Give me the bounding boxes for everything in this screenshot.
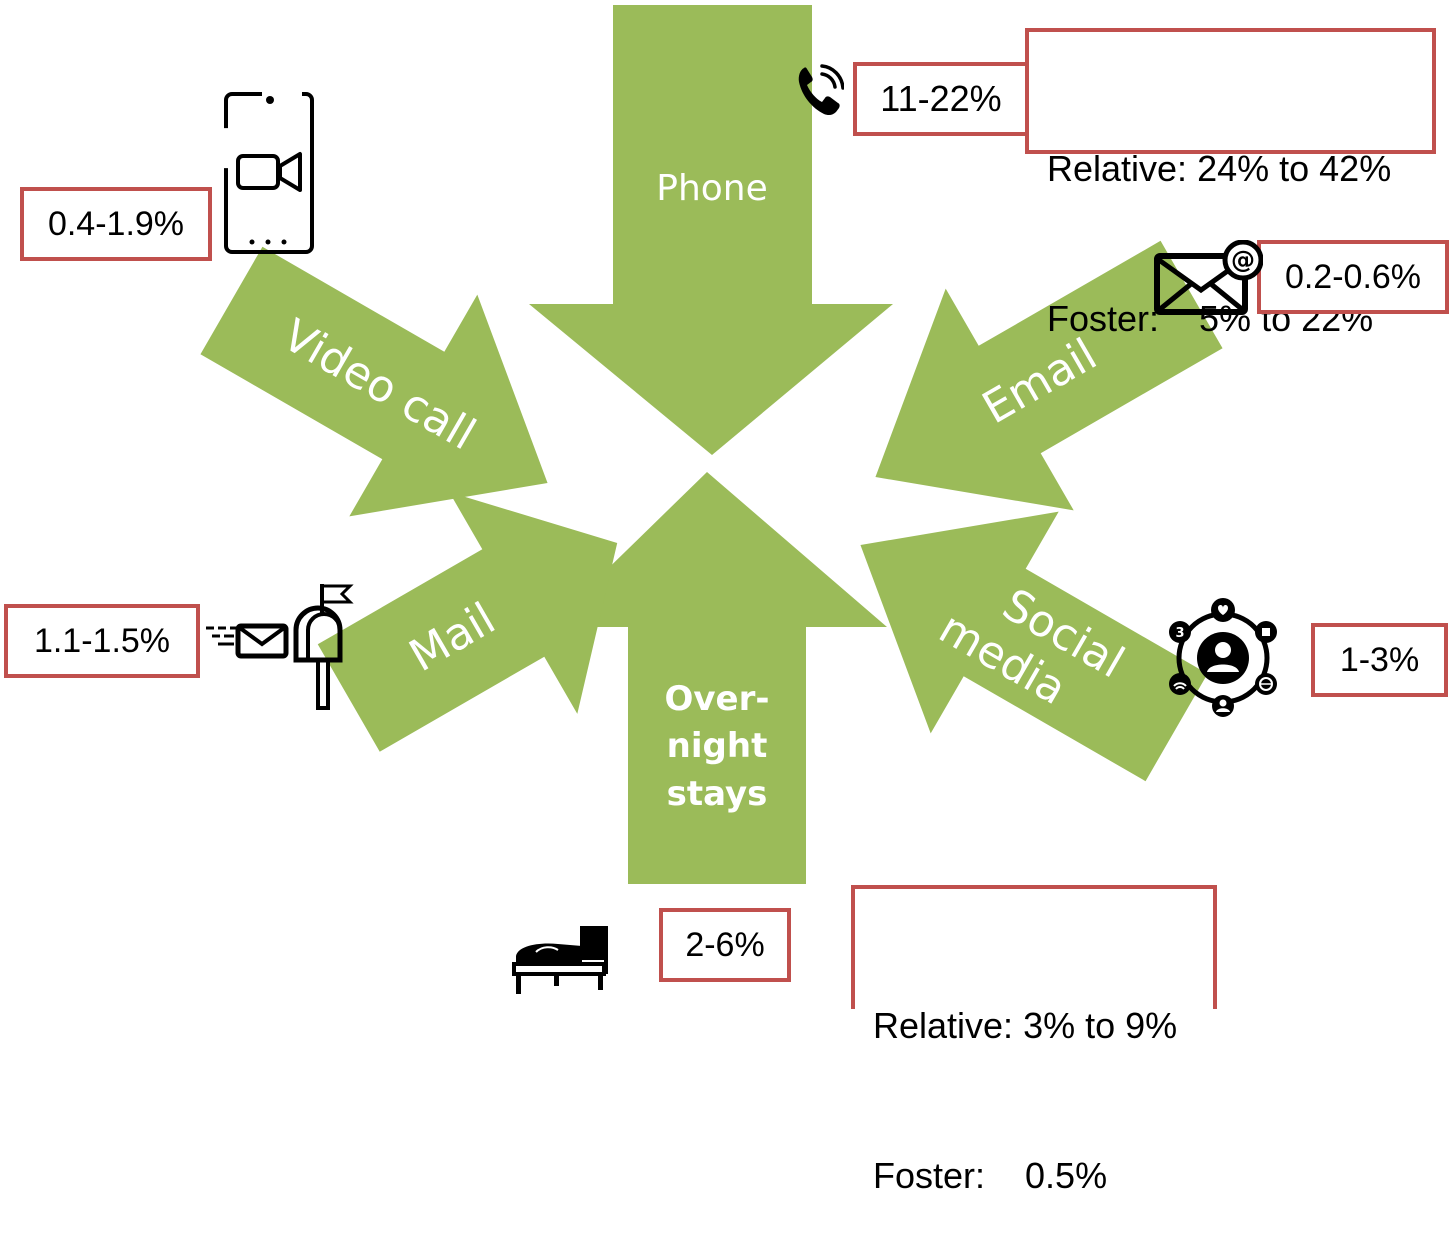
phone-icon — [796, 64, 844, 118]
social-media-arrow — [860, 511, 1208, 782]
email-envelope-icon: @ — [1153, 240, 1263, 318]
video-call-arrow — [200, 246, 548, 517]
phone-arrow-label: Phone — [656, 168, 768, 209]
phone-detail-relative: Relative: 24% to 42% — [1047, 148, 1392, 189]
overnight-stays-label-line2: night — [667, 726, 768, 766]
overnight-stays-label-line1: Over- — [664, 679, 769, 719]
overnight-stays-label-line3: stays — [667, 774, 768, 814]
overnight-stays-arrow — [548, 472, 887, 884]
overnight-range-box: 2-6% — [659, 908, 791, 982]
phone-range-box: 11-22% — [853, 62, 1029, 136]
contact-channels-diagram: Phone Over- night stays Video call Email… — [200, 5, 1223, 884]
svg-text:3: 3 — [1175, 626, 1184, 641]
overnight-detail-box: Relative: 3% to 9% Foster: 0.5% — [851, 885, 1217, 1196]
email-arrow — [875, 240, 1223, 511]
social-media-range-box: 1-3% — [1311, 623, 1448, 697]
mail-range-box: 1.1-1.5% — [4, 604, 200, 678]
mailbox-icon — [204, 580, 356, 710]
video-call-range-box: 0.4-1.9% — [20, 187, 212, 261]
bed-icon — [508, 920, 612, 996]
mail-arrow — [317, 492, 618, 752]
phone-detail-box: Relative: 24% to 42% Foster: 5% to 22% — [1025, 28, 1436, 339]
phone-arrow — [529, 5, 893, 455]
phone-detail-foster: Foster: 5% to 22% — [1047, 298, 1374, 339]
social-network-icon: 3 — [1163, 598, 1283, 718]
svg-text:@: @ — [1231, 246, 1255, 274]
video-call-phone-icon — [222, 90, 316, 256]
email-range-box: 0.2-0.6% — [1257, 240, 1449, 314]
overnight-detail-foster: Foster: 0.5% — [873, 1155, 1108, 1196]
